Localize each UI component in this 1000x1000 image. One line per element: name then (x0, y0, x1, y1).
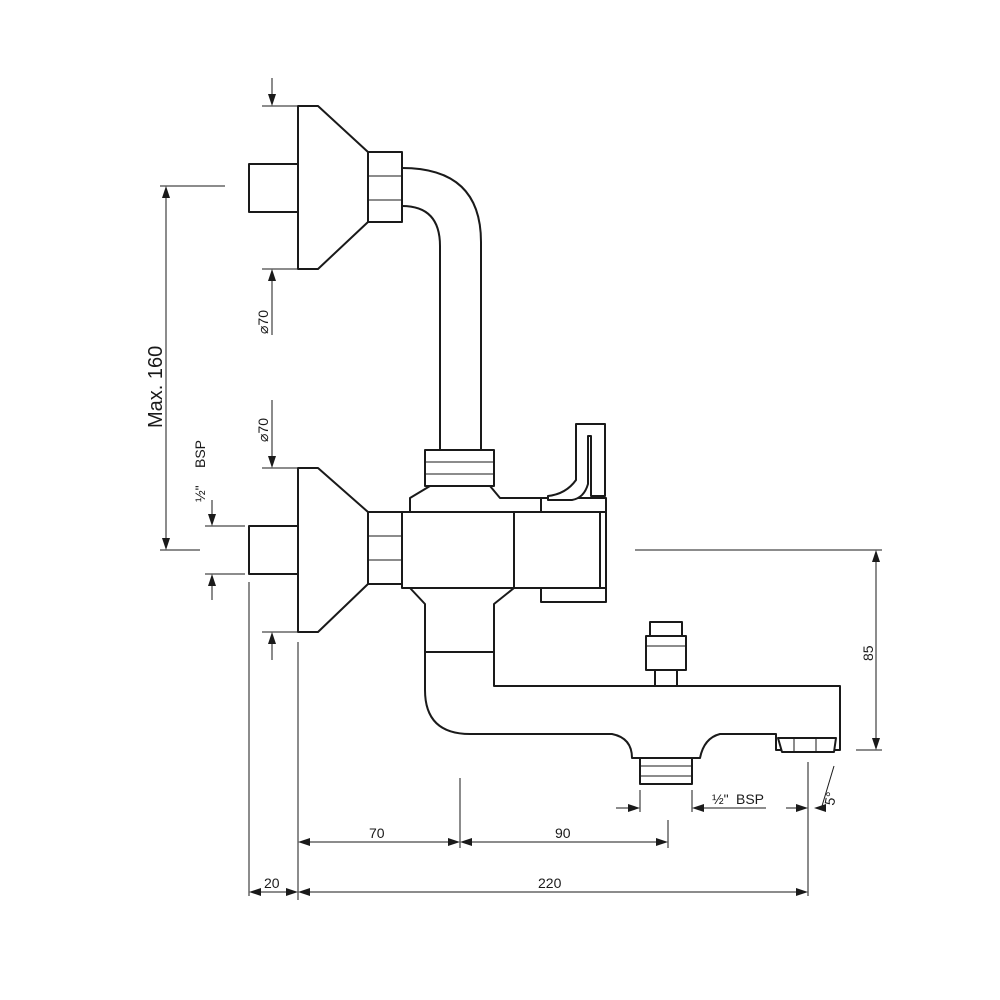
outlet-nipple (639, 757, 693, 785)
diverter-body (645, 635, 687, 671)
lower-rosette-diameter-label: ⌀70 (255, 418, 271, 442)
dimension-spout-height: 85 (635, 549, 882, 751)
dimension-max-height: Max. 160 (145, 185, 225, 551)
outlet-angle-label: 5° (821, 791, 839, 807)
inlet-thread-fraction: ½" (192, 485, 208, 502)
lower-inlet-assembly (248, 467, 403, 633)
lower-inlet-pipe (248, 525, 299, 575)
dimension-outlet-angle: 5° (786, 762, 839, 896)
cartridge-cap (513, 511, 601, 589)
dimension-outlet-thread: ½" BSP (616, 790, 766, 812)
inlet-thread-label: BSP (192, 440, 208, 468)
diverter-stem (654, 669, 678, 687)
spout-height-label: 85 (860, 645, 876, 661)
body-lower-neck (409, 587, 515, 653)
spout-aerator (777, 737, 837, 753)
dimension-upper-rosette: ⌀70 (255, 78, 298, 335)
upper-rosette-diameter-label: ⌀70 (255, 310, 271, 334)
spout (424, 621, 841, 785)
riser-pipe (401, 167, 482, 451)
diverter-knob (649, 621, 683, 637)
dim-body-to-outlet-label: 90 (555, 825, 571, 841)
dim-wall-to-body-label: 70 (369, 825, 385, 841)
max-height-label: Max. 160 (145, 346, 167, 428)
dim-total-projection-label: 220 (538, 875, 562, 891)
dimension-horizontal-chain: 70 90 (297, 642, 669, 900)
dimension-total-projection: 20 220 (248, 582, 808, 896)
body-upper-shoulder (409, 485, 542, 513)
lower-rosette (297, 467, 369, 633)
mixer-body (401, 423, 607, 653)
upper-union-nut (367, 151, 403, 223)
outlet-thread-label: BSP (736, 791, 764, 807)
dimension-lower-rosette: ⌀70 (255, 400, 298, 660)
upper-inlet-assembly (248, 105, 482, 451)
lower-union-nut (367, 511, 403, 585)
riser-collar (424, 449, 495, 487)
dim-offset-label: 20 (264, 875, 280, 891)
outlet-thread-fraction: ½" (712, 791, 729, 807)
body-main (401, 511, 515, 589)
dimension-inlet-thread: ½" BSP (192, 440, 245, 600)
lever-handle (547, 423, 606, 501)
upper-inlet-pipe (248, 163, 299, 213)
spout-body (424, 651, 841, 759)
upper-rosette (297, 105, 369, 270)
